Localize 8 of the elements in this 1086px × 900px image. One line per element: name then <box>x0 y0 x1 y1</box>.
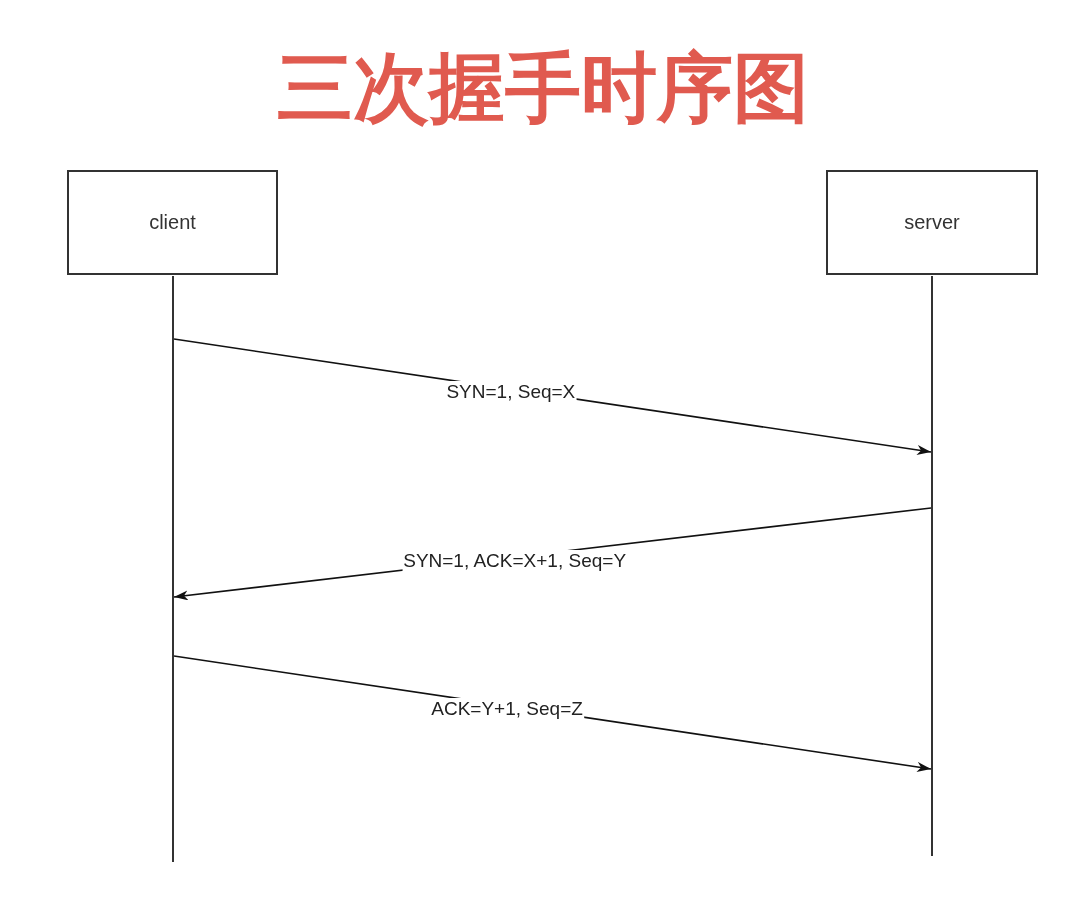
lifeline <box>931 276 933 856</box>
edge-label: SYN=1, Seq=X <box>445 381 577 404</box>
participant-box: server <box>826 170 1038 275</box>
edge-label: SYN=1, ACK=X+1, Seq=Y <box>402 549 628 572</box>
edge-label: ACK=Y+1, Seq=Z <box>430 697 584 720</box>
lifeline <box>172 276 174 862</box>
title: 三次握手时序图 <box>277 42 809 134</box>
participant-box: client <box>67 170 278 275</box>
